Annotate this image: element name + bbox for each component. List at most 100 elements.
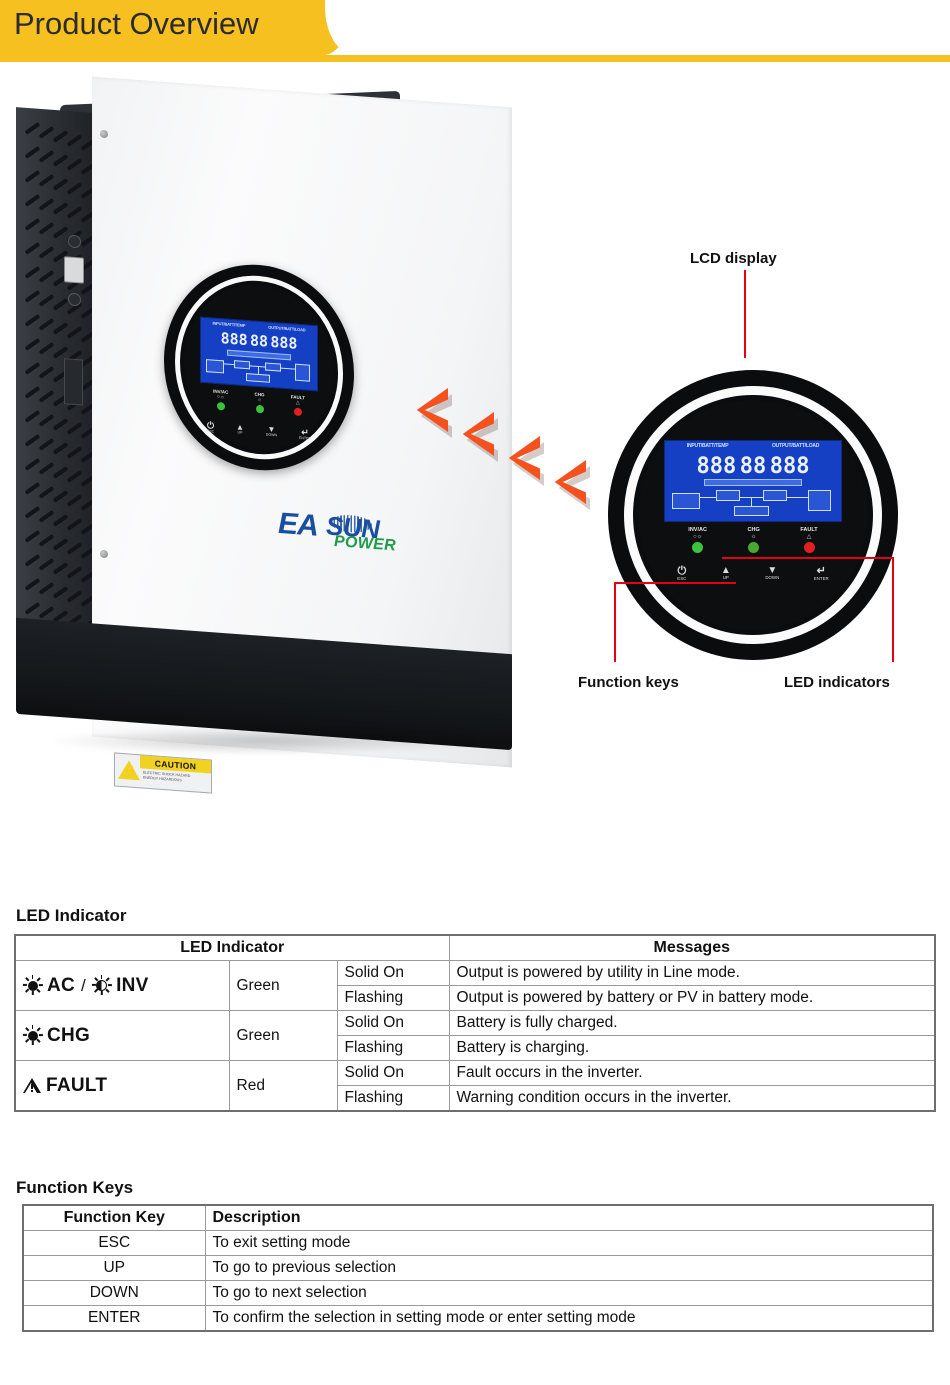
vent-slot <box>24 265 41 279</box>
vent-slot <box>24 217 41 231</box>
vent-slot <box>66 518 83 531</box>
key-description-down: To go to next selection <box>204 1280 934 1306</box>
control-panel-detail-view: INPUT/BATT/TEMP OUTPUT/BATT/LOAD 888 88 … <box>608 370 898 660</box>
led-color-fault: Red <box>228 1060 338 1112</box>
lcd-icon-load-detail <box>808 489 831 512</box>
sun-ray <box>22 1034 27 1036</box>
led-dot-fault-main <box>293 407 302 416</box>
vent-slot <box>38 461 55 475</box>
sun-ray <box>38 984 43 986</box>
lcd-digits-center-main: 88 <box>249 331 269 351</box>
led-dot-inv-ac-detail <box>692 541 704 553</box>
lcd-digits-right-main: 888 <box>270 333 298 354</box>
key-down-detail[interactable]: ▼ DOWN <box>765 566 779 581</box>
key-enter-detail[interactable]: ↵ ENTER <box>814 566 829 581</box>
key-description-esc: To exit setting mode <box>204 1230 934 1256</box>
led-label-inv-ac-detail: INV/AC <box>688 527 707 533</box>
vent-slot <box>24 481 41 495</box>
led-symbol-chg-detail: ☼ <box>750 533 757 540</box>
lcd-link-1-main <box>223 363 235 366</box>
callout-line-led-vertical <box>892 557 894 662</box>
lcd-label-right-detail: OUTPUT/BATT/LOAD <box>771 443 820 450</box>
callout-label-function-keys: Function keys <box>578 674 679 691</box>
vent-slot <box>66 542 83 555</box>
vent-slot <box>38 173 55 187</box>
inverter-drop-shadow <box>48 728 478 754</box>
key-label-up-main: UP <box>237 430 243 435</box>
lcd-mode-bar-detail <box>703 478 803 486</box>
key-up-detail[interactable]: ▲ UP <box>721 566 731 581</box>
lcd-icon-battery-detail <box>733 506 770 516</box>
key-label-esc-main: ESC <box>206 429 215 434</box>
keys-section-title: Function Keys <box>16 1178 134 1197</box>
sun-ray <box>24 1038 30 1043</box>
led-name-cell-fault: FAULT <box>14 1060 230 1112</box>
key-label-enter-detail: ENTER <box>813 576 829 581</box>
keys-table-header-row: Function Key Description <box>22 1204 934 1231</box>
vent-slot <box>52 585 69 599</box>
sun-ray <box>91 984 96 986</box>
callout-line-keys-vertical <box>614 582 616 662</box>
vent-slot <box>66 206 83 219</box>
key-enter-main[interactable]: ↵ ENTER <box>299 427 311 441</box>
lcd-icon-load-main <box>295 363 311 382</box>
lcd-digits-center-detail: 88 <box>739 453 767 479</box>
vent-slot <box>24 361 41 375</box>
vent-slot <box>24 433 41 447</box>
screw-bottom-left <box>100 549 108 559</box>
key-up-main[interactable]: ▲ UP <box>236 422 244 436</box>
vent-slot <box>66 422 83 435</box>
vent-slot <box>38 341 55 355</box>
led-label-chg-detail: CHG <box>747 527 760 533</box>
brand-text-ea: EA <box>278 506 318 543</box>
vent-slot <box>52 129 69 143</box>
vent-slot <box>24 313 41 327</box>
lcd-icon-battery-main <box>246 373 270 383</box>
led-symbol-fault-detail: △ <box>806 533 812 540</box>
vent-slot <box>24 529 41 543</box>
vent-slot <box>52 177 69 191</box>
vent-slot <box>66 590 83 603</box>
vent-slot <box>52 153 69 167</box>
vent-slot <box>38 485 55 499</box>
key-esc-main[interactable]: ⏻ ESC <box>206 420 215 434</box>
key-esc-detail[interactable]: ⏻ ESC <box>677 566 686 581</box>
sun-ray <box>35 977 41 982</box>
vent-slot <box>38 197 55 211</box>
key-down-main[interactable]: ▼ DOWN <box>266 425 277 438</box>
vent-slot <box>66 446 83 459</box>
lcd-link-4-main <box>257 366 259 375</box>
vent-slot <box>66 494 83 507</box>
sun-ray <box>31 975 34 980</box>
lcd-display-detail: INPUT/BATT/TEMP OUTPUT/BATT/LOAD 888 88 … <box>664 440 842 522</box>
lcd-label-left-main: INPUT/BATT/TEMP <box>212 320 246 328</box>
chevron-4 <box>554 460 586 504</box>
sun-ray <box>31 990 34 995</box>
vent-slot <box>38 533 55 547</box>
led-symbol-chg-main: ☼ <box>257 396 262 403</box>
port-circular-upper <box>68 234 81 249</box>
table-row: ESC To exit setting mode <box>22 1230 934 1256</box>
vent-slot <box>52 441 69 455</box>
led-inv-ac-detail: INV/AC ○☼ <box>688 527 707 553</box>
screw-top-left <box>100 129 108 139</box>
led-state-ac-inv-solid: Solid On <box>336 960 450 986</box>
lcd-link-1-detail <box>699 496 716 498</box>
key-label-down-main: DOWN <box>265 432 278 438</box>
led-message-fault-solid: Fault occurs in the inverter. <box>448 1060 936 1086</box>
electric-shock-hazard-icon <box>118 759 140 783</box>
callout-line-keys-horizontal <box>614 582 736 584</box>
vent-slot <box>38 365 55 379</box>
lcd-label-right-main: OUTPUT/BATT/LOAD <box>268 324 306 333</box>
pointer-chevrons <box>408 388 628 510</box>
vent-slot <box>38 245 55 259</box>
key-label-down-detail: DOWN <box>765 575 780 580</box>
chevron-2 <box>462 412 494 456</box>
function-keys-table: Function Key Description ESC To exit set… <box>22 1204 934 1332</box>
led-message-ac-inv-flash: Output is powered by battery or PV in ba… <box>448 985 936 1011</box>
chevron-3 <box>508 436 540 480</box>
table-row: DOWN To go to next selection <box>22 1280 934 1306</box>
led-name-fault: FAULT <box>23 1075 222 1097</box>
led-indicator-row-detail: INV/AC ○☼ CHG ☼ FAULT △ <box>668 527 838 553</box>
lcd-link-2-detail <box>740 496 763 498</box>
